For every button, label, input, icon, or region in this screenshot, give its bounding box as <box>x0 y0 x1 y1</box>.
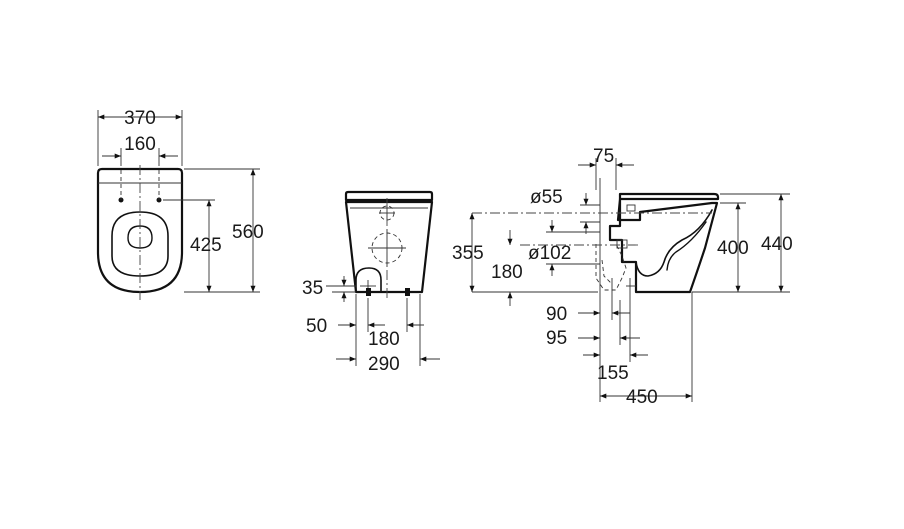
side-view: 75 ø55 ø102 355 180 400 440 90 <box>452 146 793 408</box>
dim-rim-height: 400 <box>717 238 749 259</box>
fixing-bolt-right <box>405 288 410 296</box>
dim-total-height: 440 <box>761 234 793 255</box>
top-view: 370 160 425 560 <box>96 108 264 300</box>
dim-outlet-setback-1: 90 <box>546 304 567 325</box>
back-view-side-inlet <box>355 267 382 293</box>
dim-inlet-height-side: 355 <box>452 243 484 264</box>
dim-width-overall: 370 <box>124 108 156 129</box>
dim-inlet-height: 35 <box>302 278 323 299</box>
dim-fixing-spacing: 180 <box>368 329 400 350</box>
dim-outlet-setback-2: 95 <box>546 328 567 349</box>
dim-width-fixing: 160 <box>124 134 156 155</box>
dim-outlet-height: 180 <box>491 262 523 283</box>
fixing-bolt-left <box>366 288 371 296</box>
dim-outlet-setback-3: 155 <box>597 363 629 384</box>
side-view-hidden-pipe <box>595 243 627 291</box>
back-view-body <box>344 200 434 294</box>
side-view-seat <box>618 192 720 201</box>
top-view-bowl-outline <box>96 167 184 294</box>
top-view-bowl-opening <box>111 211 169 277</box>
side-view-bowl-trap <box>635 209 713 277</box>
dim-length-overall: 560 <box>232 222 264 243</box>
dim-back-width: 290 <box>368 354 400 375</box>
back-view-seat <box>344 190 434 202</box>
dim-outlet-diameter: ø102 <box>528 243 571 264</box>
side-view-outlet-spigot <box>616 239 628 249</box>
dim-inlet-diameter: ø55 <box>530 187 563 208</box>
dim-depth: 450 <box>626 387 658 408</box>
side-view-inlet-spigot <box>626 204 636 212</box>
dim-side-offset: 50 <box>306 316 327 337</box>
side-view-body <box>608 197 719 294</box>
back-view: 35 50 180 290 <box>302 190 440 375</box>
dim-seat-offset: 75 <box>593 146 614 167</box>
top-view-trap-opening <box>127 225 153 249</box>
dim-length-fixing: 425 <box>190 235 222 256</box>
